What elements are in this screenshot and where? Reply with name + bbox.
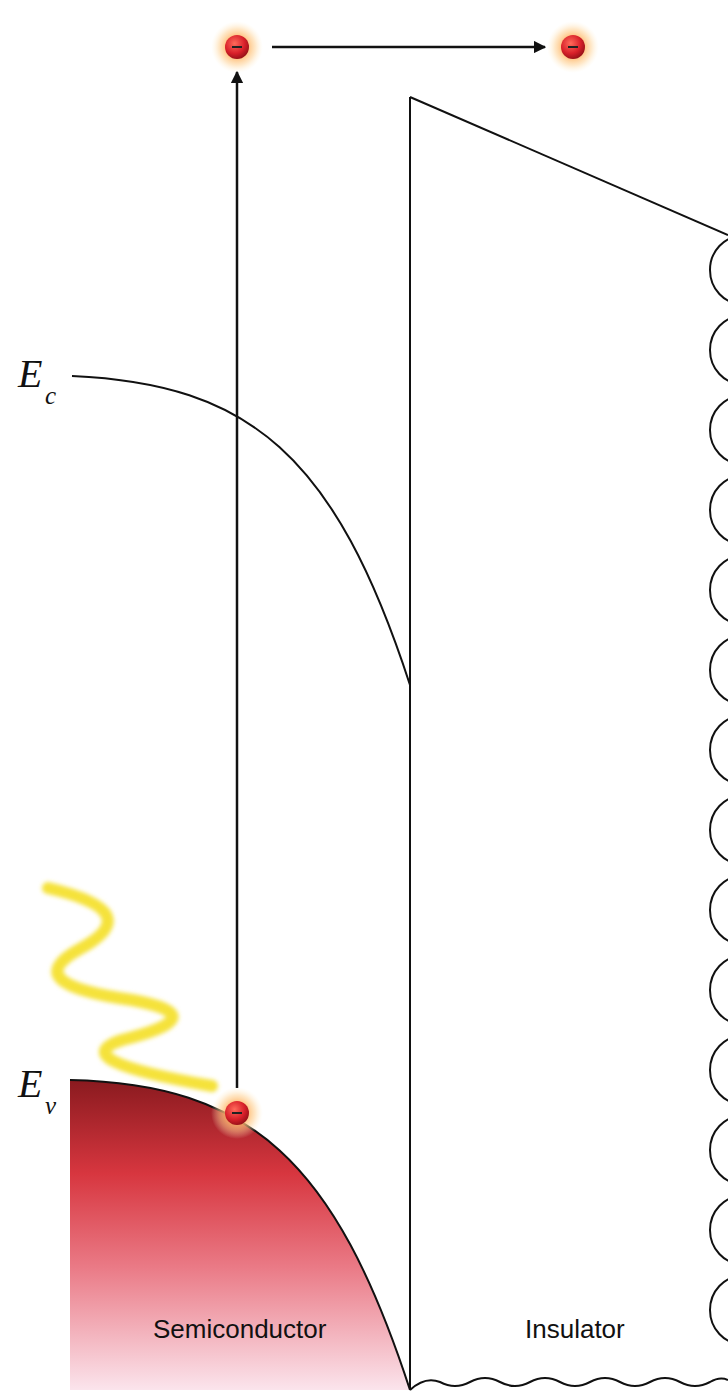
transfer-arrow — [272, 46, 545, 49]
valence-band-edge — [70, 1080, 410, 1390]
insulator-top — [410, 97, 728, 235]
charge-column — [710, 236, 728, 1344]
excitation-arrow — [236, 72, 239, 1088]
region-label: Semiconductor — [153, 1316, 326, 1342]
band-subscript: c — [45, 383, 56, 408]
electron — [547, 21, 599, 73]
region-label: Insulator — [525, 1316, 625, 1342]
valence-band — [70, 1080, 410, 1390]
band-symbol: E — [18, 1064, 42, 1104]
band-subscript: v — [45, 1093, 56, 1118]
band-symbol: E — [18, 354, 42, 394]
photon — [48, 888, 212, 1086]
insulator-bottom — [410, 1378, 728, 1390]
electron — [211, 1087, 263, 1139]
conduction-band-edge — [72, 376, 410, 685]
electron — [211, 21, 263, 73]
insulator-edge — [409, 97, 411, 1390]
